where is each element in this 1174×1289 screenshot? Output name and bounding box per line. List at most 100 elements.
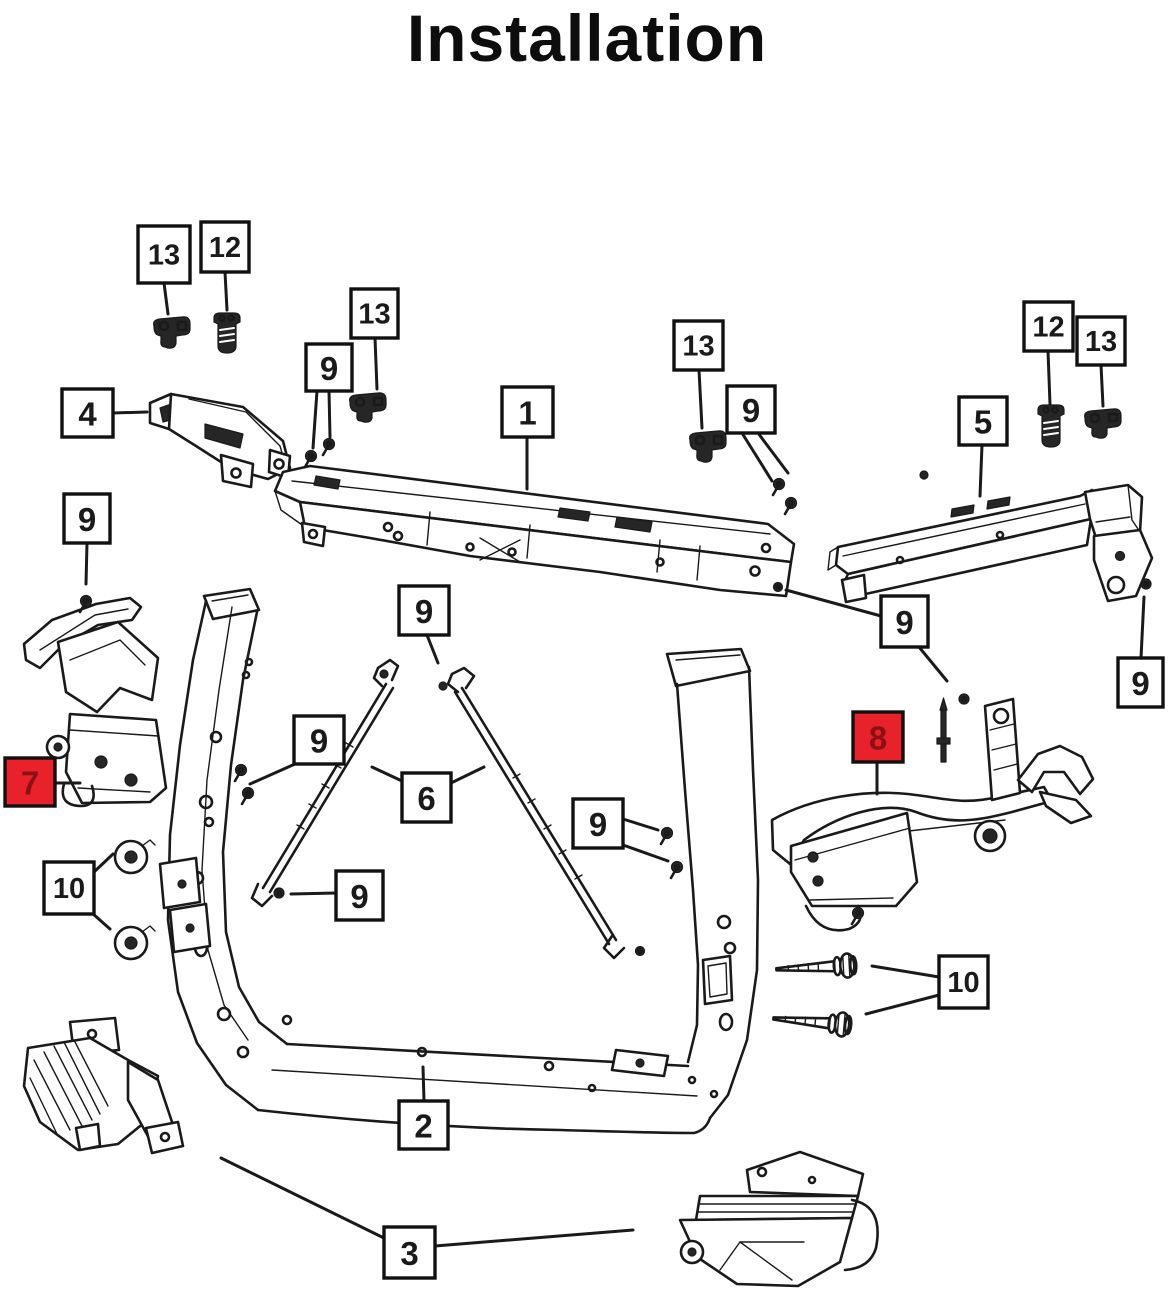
leader-line bbox=[917, 645, 949, 683]
clip-fastener-icon bbox=[689, 430, 727, 463]
callout-number: 5 bbox=[974, 404, 992, 441]
callout-number: 3 bbox=[400, 1235, 418, 1272]
screw-icon bbox=[78, 437, 865, 926]
callout-box bbox=[304, 342, 354, 393]
callout-4: 4 bbox=[60, 387, 149, 439]
leader-line bbox=[449, 765, 486, 785]
leader-line bbox=[740, 431, 774, 483]
callout-number: 10 bbox=[53, 873, 85, 905]
part-6-brace-rods-drawing bbox=[250, 658, 626, 960]
callout-box bbox=[1116, 656, 1165, 709]
callout-13: 13 bbox=[1075, 315, 1127, 408]
callout-13: 13 bbox=[672, 319, 725, 430]
callout-13: 13 bbox=[349, 287, 400, 391]
callout-number: 2 bbox=[414, 1108, 432, 1145]
callout-8-highlighted: 8 bbox=[851, 710, 905, 796]
leader-line bbox=[311, 389, 319, 450]
leader-line bbox=[1046, 349, 1052, 406]
callout-number: 9 bbox=[415, 593, 433, 630]
callout-box bbox=[382, 1225, 437, 1280]
part-4-bracket-drawing bbox=[148, 392, 292, 489]
callout-number: 9 bbox=[589, 806, 607, 843]
callout-box bbox=[199, 220, 251, 274]
callout-2: 2 bbox=[397, 1065, 450, 1151]
callout-box bbox=[42, 860, 96, 916]
callout-box bbox=[879, 594, 930, 649]
callout-number: 1 bbox=[518, 395, 536, 432]
clip-fastener-icon bbox=[1084, 408, 1122, 439]
long-bolt-icon bbox=[775, 952, 858, 979]
leader-line bbox=[370, 765, 404, 783]
callout-number: 7 bbox=[21, 765, 39, 802]
callout-box bbox=[937, 954, 990, 1010]
callout-box bbox=[1075, 315, 1127, 367]
leader-line bbox=[84, 541, 89, 586]
callout-layer: 13 12 9 13 4 1 13 9 12 13 5 9 9 9 6 9 9 9 7 8 10 9 2 10 3 bbox=[3, 220, 1165, 1280]
pin-icon bbox=[936, 697, 951, 763]
leader-line bbox=[248, 762, 297, 786]
callout-box bbox=[851, 710, 905, 764]
leader-line bbox=[223, 270, 229, 312]
callout-9: 9 bbox=[725, 384, 790, 483]
callout-box bbox=[672, 319, 725, 372]
callout-9: 9 bbox=[397, 584, 451, 665]
leader-line bbox=[327, 389, 332, 439]
callout-1: 1 bbox=[500, 385, 555, 491]
part-7-mount-bracket-drawing bbox=[22, 596, 168, 808]
callout-7-highlighted: 7 bbox=[3, 756, 82, 808]
callout-number: 6 bbox=[417, 780, 435, 817]
callout-number: 10 bbox=[947, 967, 979, 999]
callout-12: 12 bbox=[199, 220, 251, 312]
callout-5: 5 bbox=[957, 395, 1009, 498]
callout-9: 9 bbox=[289, 869, 385, 922]
callout-9: 9 bbox=[784, 588, 949, 683]
callout-box bbox=[397, 584, 451, 637]
callout-number: 9 bbox=[78, 501, 96, 538]
clip-fastener-icon bbox=[349, 392, 387, 423]
callout-9: 9 bbox=[62, 492, 112, 586]
callout-9: 9 bbox=[304, 342, 354, 450]
callout-number: 9 bbox=[350, 878, 368, 915]
nut-icon bbox=[273, 470, 1152, 957]
callout-number: 9 bbox=[742, 392, 760, 429]
callout-number: 9 bbox=[310, 723, 328, 760]
callout-13: 13 bbox=[136, 224, 192, 316]
callout-12: 12 bbox=[1022, 300, 1075, 406]
leader-line bbox=[1139, 595, 1146, 660]
leader-line bbox=[621, 817, 660, 832]
leader-line bbox=[1099, 363, 1105, 408]
part-3-left-shield-drawing bbox=[22, 1016, 185, 1155]
leader-line bbox=[219, 1156, 386, 1240]
washer-icon bbox=[113, 839, 156, 875]
callout-number: 9 bbox=[895, 604, 913, 641]
callout-3: 3 bbox=[219, 1156, 635, 1280]
leader-line bbox=[756, 431, 790, 475]
part-3-right-shield-drawing bbox=[678, 1150, 879, 1288]
callout-box bbox=[292, 714, 346, 766]
leader-line bbox=[978, 443, 984, 498]
callout-box bbox=[1022, 300, 1075, 353]
leader-line bbox=[433, 1228, 635, 1248]
part-8-mount-bracket-drawing bbox=[770, 697, 1095, 932]
callout-number: 13 bbox=[148, 240, 180, 272]
callout-number: 13 bbox=[1085, 326, 1117, 358]
callout-number: 9 bbox=[1131, 665, 1149, 702]
callout-9: 9 bbox=[571, 797, 670, 863]
callout-10: 10 bbox=[864, 954, 990, 1016]
callout-number: 9 bbox=[320, 350, 338, 387]
bolt-fastener-icon bbox=[1037, 404, 1065, 448]
callout-box bbox=[957, 395, 1009, 447]
page-title: Installation bbox=[406, 1, 768, 75]
callout-number: 8 bbox=[869, 720, 887, 757]
bolt-fastener-icon bbox=[213, 312, 241, 354]
fastener-glyphs bbox=[78, 312, 1152, 1038]
part-5-crossmember-drawing bbox=[827, 483, 1154, 604]
callout-9: 9 bbox=[248, 714, 346, 786]
callout-number: 4 bbox=[78, 396, 97, 433]
leader-line bbox=[870, 964, 941, 979]
part-2-frame-drawing bbox=[158, 587, 760, 1135]
leader-line bbox=[864, 993, 941, 1016]
callout-number: 13 bbox=[358, 299, 390, 331]
callout-box bbox=[397, 1099, 450, 1151]
